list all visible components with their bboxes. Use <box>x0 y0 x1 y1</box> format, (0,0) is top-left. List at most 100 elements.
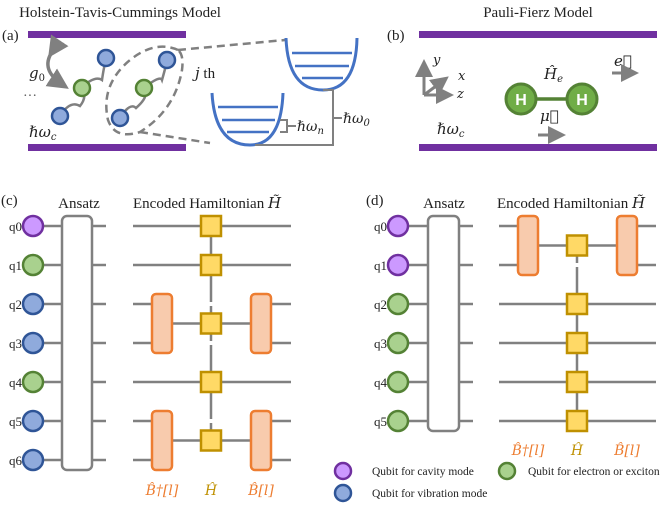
b-dagger-gate <box>150 292 174 355</box>
ellipsis: ··· <box>23 89 37 104</box>
panel-a: Holstein-Tavis-Cummings Model (a) g0 ···… <box>2 5 370 151</box>
electronic-hamiltonian-label: Ĥe <box>543 65 563 85</box>
operator-label: B̂†[l] <box>511 441 545 459</box>
vibration-site <box>110 108 130 128</box>
encoded-hamiltonian-title: Encoded Hamiltonian H̃ <box>133 194 282 212</box>
electron-site <box>134 78 154 98</box>
dipole-vector-label: μ⃗ <box>540 107 559 125</box>
panel-b-label: (b) <box>387 28 405 44</box>
atom-label: H <box>576 92 588 109</box>
hamiltonian-gate <box>565 331 589 355</box>
legend-vibration-label: Qubit for vibration mode <box>372 488 487 500</box>
qubit-label: q5 <box>374 414 387 429</box>
qubit-electron-icon <box>386 331 410 355</box>
b-dagger-gate <box>516 214 540 277</box>
panel-d-label: (d) <box>366 193 384 209</box>
hamiltonian-gate <box>199 429 223 452</box>
qubit-label: q2 <box>9 297 22 312</box>
b-gate <box>615 214 639 277</box>
h2-molecule: H H <box>504 82 599 116</box>
qubit-vibration-icon <box>21 448 45 472</box>
legend-electron-label: Qubit for electron or exciton <box>528 466 660 478</box>
qubit-label: q5 <box>9 414 22 429</box>
ansatz-block <box>60 214 94 472</box>
hamiltonian-gate <box>565 409 589 433</box>
hydrogen-atom <box>565 82 599 116</box>
legend-vibration-icon <box>333 483 353 503</box>
field-vector-label: e⃗ <box>614 52 632 70</box>
panel-b: Pauli-Fierz Model (b) y x z Ĥe H H e⃗ μ⃗… <box>387 5 657 151</box>
operator-label: Ĥ <box>570 441 584 459</box>
qubit-label: q3 <box>374 336 387 351</box>
cavity-mirror-bottom <box>419 144 657 151</box>
panel-c-label: (c) <box>1 193 18 209</box>
qubit-cavity-icon <box>21 214 45 238</box>
axes-icon <box>415 59 454 104</box>
cavity-mirror-top <box>28 31 186 38</box>
qubit-cavity-icon <box>386 214 410 238</box>
qubit-label: q3 <box>9 336 22 351</box>
panel-d: (d) Ansatz Encoded Hamiltonian H̃ q0 q1 q2… <box>366 193 656 459</box>
qubit-label: q4 <box>9 375 23 390</box>
hamiltonian-gate <box>199 370 223 394</box>
atom-label: H <box>515 92 527 109</box>
qubit-electron-icon <box>386 409 410 433</box>
omega-n-label: ℏωn <box>297 119 324 137</box>
b-gate <box>249 409 273 472</box>
selection-outline <box>105 45 184 136</box>
molecule-1 <box>50 48 116 126</box>
hamiltonian-gate <box>565 370 589 394</box>
encoded-hamiltonian-title: Encoded Hamiltonian H̃ <box>497 194 646 212</box>
axis-x-label: x <box>458 69 466 84</box>
bracket-omega-n <box>280 119 296 133</box>
axis-y-label: y <box>432 53 441 68</box>
hamiltonian-gate <box>199 312 223 335</box>
qubit-label: q2 <box>374 297 387 312</box>
legend-cavity-icon <box>333 461 353 481</box>
legend: Qubit for cavity mode Qubit for electron… <box>333 461 660 503</box>
vibration-site <box>96 48 116 68</box>
coupling-arrow-icon <box>45 34 69 89</box>
qubit-label: q0 <box>9 219 22 234</box>
operator-label: B̂[l] <box>613 441 640 459</box>
vibration-site <box>157 50 177 70</box>
qubit-electron-icon <box>21 370 45 394</box>
panel-a-label: (a) <box>2 28 19 44</box>
coupling-label: g0 <box>29 64 45 84</box>
operator-label: B̂†[l] <box>145 481 179 499</box>
potential-well-upper <box>284 37 359 92</box>
qubit-label: q0 <box>374 219 387 234</box>
operator-label: Ĥ <box>204 481 218 499</box>
qubit-electron-icon <box>386 292 410 316</box>
circuit-d: q0 q1 q2 q3 q4 q5B̂†[l] Ĥ B̂[l] <box>374 214 656 459</box>
qubit-electron-icon <box>386 370 410 394</box>
hamiltonian-gate <box>565 234 589 257</box>
panel-c: (c) Ansatz Encoded Hamiltonian H̃ q0 q1 q2… <box>1 193 291 499</box>
panel-a-title: Holstein-Tavis-Cummings Model <box>19 5 221 21</box>
qubit-label: q4 <box>374 375 388 390</box>
axis-z-label: z <box>456 87 464 102</box>
bracket-omega-0 <box>255 89 342 146</box>
electron-site <box>72 78 92 98</box>
hamiltonian-gate <box>199 214 223 238</box>
cavity-mirror-bottom <box>28 144 186 151</box>
qubit-electron-icon <box>21 253 45 277</box>
molecule-j <box>110 50 177 128</box>
cavity-frequency-label: ℏωc <box>437 120 465 140</box>
jth-label: j th <box>192 64 216 82</box>
cavity-mirror-top <box>419 31 657 38</box>
omega-0-label: ℏω0 <box>343 111 370 129</box>
ansatz-title: Ansatz <box>423 196 465 212</box>
operator-label: B̂[l] <box>247 481 274 499</box>
ansatz-block <box>426 214 461 433</box>
ansatz-title: Ansatz <box>58 196 100 212</box>
qubit-label: q1 <box>9 258 22 273</box>
b-dagger-gate <box>150 409 174 472</box>
legend-cavity-label: Qubit for cavity mode <box>372 466 474 478</box>
hydrogen-atom <box>504 82 538 116</box>
qubit-label: q1 <box>374 258 387 273</box>
panel-b-title: Pauli-Fierz Model <box>483 5 593 21</box>
hamiltonian-gate <box>199 253 223 277</box>
qubit-vibration-icon <box>21 409 45 433</box>
